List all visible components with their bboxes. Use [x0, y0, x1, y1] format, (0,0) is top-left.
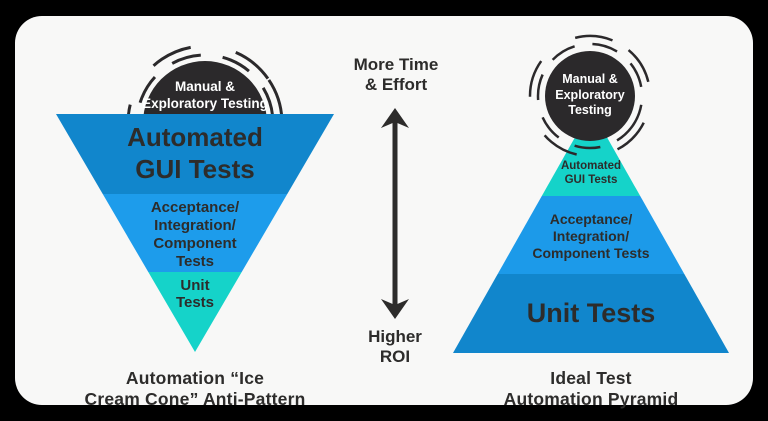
pyramid-band2-line1: Acceptance/ — [549, 211, 633, 227]
right-caption-line2: Automation Pyramid — [503, 389, 679, 409]
mid-bottom-line2: ROI — [379, 347, 411, 366]
cone-band3-line2: Tests — [175, 294, 215, 311]
cone-band2-line1: Acceptance/ — [150, 199, 240, 216]
bubble-right-line3: Testing — [568, 103, 612, 117]
left-caption-line1: Automation “Ice — [125, 368, 265, 388]
cone-band1-line2: GUI Tests — [135, 154, 255, 184]
pyramid-acceptance-label: Acceptance/ Integration/ Component Tests — [453, 211, 729, 262]
cone-unit-label: Unit Tests — [56, 277, 334, 311]
bubble-left-line2: Exploratory Testing — [142, 96, 268, 111]
ice-cream-cone-triangle: Automated GUI Tests Acceptance/ Integrat… — [56, 114, 334, 352]
right-caption: Ideal Test Automation Pyramid — [451, 368, 731, 410]
mid-top-line1: More Time — [353, 55, 439, 74]
manual-testing-label-left: Manual & Exploratory Testing — [120, 78, 290, 112]
more-time-effort-label: More Time & Effort — [335, 55, 457, 95]
left-caption-line2: Cream Cone” Anti-Pattern — [84, 389, 306, 409]
cone-band2-line4: Tests — [175, 253, 215, 270]
mid-bottom-line1: Higher — [368, 327, 422, 346]
mid-top-line2: & Effort — [364, 75, 428, 94]
right-caption-line1: Ideal Test — [550, 368, 632, 388]
pyramid-band2-line3: Component Tests — [532, 245, 650, 261]
pyramid-band2-line2: Integration/ — [552, 228, 630, 244]
dashed-arc-decoration-right — [528, 34, 652, 158]
pyramid-unit-label: Unit Tests — [453, 298, 729, 328]
manual-testing-label-right: Manual & Exploratory Testing — [520, 72, 660, 119]
pyramid-band-unit — [453, 274, 729, 353]
double-arrow-icon — [381, 108, 409, 319]
cone-band3-line1: Unit — [180, 277, 210, 294]
bubble-right-line1: Manual & — [562, 72, 618, 86]
cone-band-automated-gui — [56, 114, 334, 194]
cone-automated-gui-label: Automated GUI Tests — [56, 121, 334, 185]
pyramid-band3-label: Unit Tests — [526, 298, 656, 328]
pyramid-band1-line1: Automated — [560, 160, 622, 172]
left-caption: Automation “Ice Cream Cone” Anti-Pattern — [35, 368, 355, 410]
bubble-right-line2: Exploratory — [555, 87, 625, 102]
diagram-card: Manual & Exploratory Testing Automated G… — [15, 16, 753, 409]
cone-acceptance-label: Acceptance/ Integration/ Component Tests — [56, 199, 334, 271]
pyramid-band1-line2: GUI Tests — [564, 174, 618, 186]
bubble-left-line1: Manual & — [174, 79, 235, 94]
pyramid-automated-gui-label: Automated GUI Tests — [453, 159, 729, 187]
cone-band2-line3: Component — [153, 235, 237, 252]
cone-band2-line2: Integration/ — [154, 217, 236, 234]
higher-roi-label: Higher ROI — [345, 327, 445, 367]
manual-testing-bubble-right — [545, 51, 635, 141]
cone-band1-line1: Automated — [127, 122, 263, 152]
